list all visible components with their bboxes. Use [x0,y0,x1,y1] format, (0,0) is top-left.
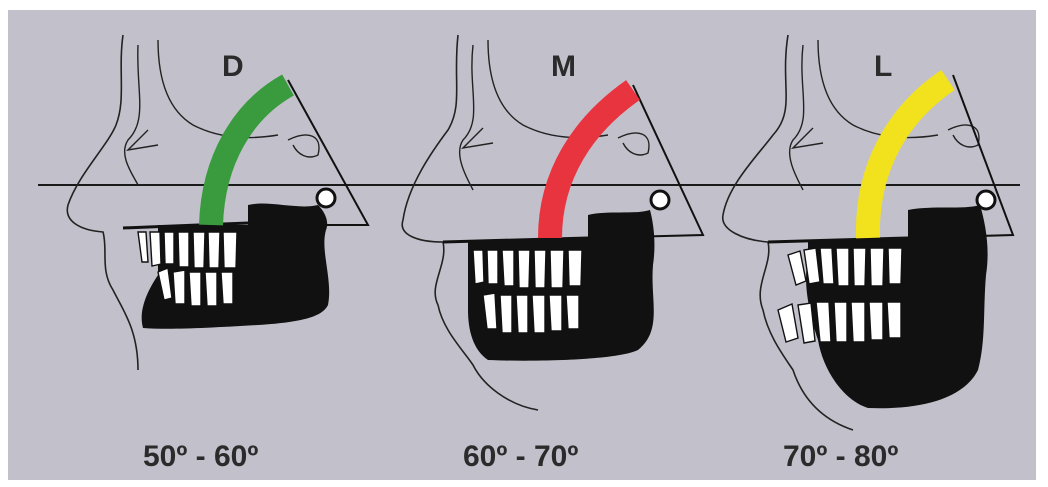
panel-d-skull [67,35,368,370]
panel-d-range-label: 50º - 60º [143,442,258,472]
panel-d-letter: D [222,52,244,82]
diagram-figure: D M L 50º - 60º 60º - 70º 70º - 80º [8,10,1036,480]
panel-m-skull [402,35,703,410]
panel-l-letter: L [874,52,892,82]
panel-l-skull [723,35,1013,430]
panel-l-range-label: 70º - 80º [783,442,898,472]
panel-m-letter: M [551,52,576,82]
panel-d-arc [211,85,288,225]
panel-m-range-label: 60º - 70º [463,442,578,472]
